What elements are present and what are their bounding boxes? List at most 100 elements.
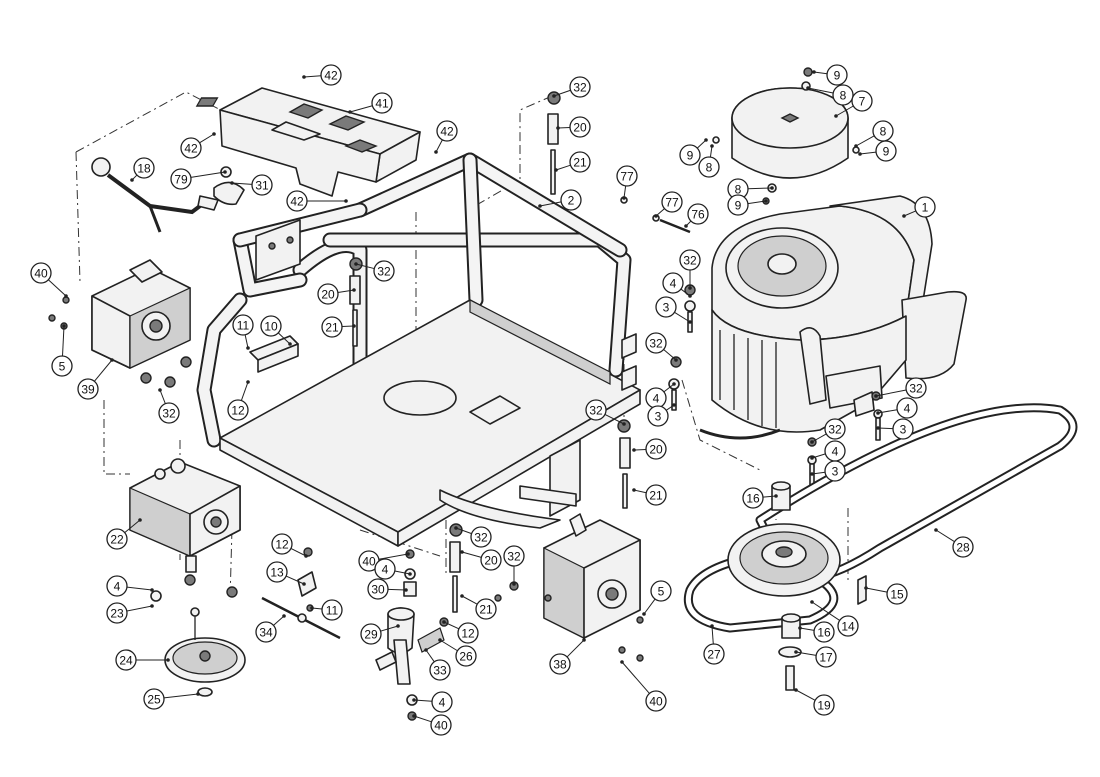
- callout-number: 19: [817, 699, 831, 713]
- callout-target-dot: [302, 75, 306, 79]
- callout-bubble: [569, 116, 591, 138]
- callout-leader: [190, 171, 226, 178]
- callout-leader: [859, 151, 877, 155]
- callout-leader: [655, 208, 665, 217]
- callout-number: 27: [707, 648, 721, 662]
- part-callout: 42: [302, 64, 342, 86]
- callout-bubble: [645, 690, 667, 712]
- callout-number: 32: [683, 254, 697, 268]
- callout-bubble: [266, 561, 288, 583]
- part-callout: 32: [158, 388, 180, 424]
- part-callout: 10: [260, 315, 292, 346]
- callout-target-dot: [442, 620, 446, 624]
- callout-leader: [124, 519, 141, 534]
- callout-target-dot: [412, 698, 416, 702]
- main-frame: [196, 152, 632, 518]
- callout-bubble: [429, 659, 451, 681]
- callout-leader: [747, 200, 767, 205]
- part-callout: 79: [170, 168, 227, 190]
- callout-bubble: [698, 156, 720, 178]
- callout-number: 4: [904, 402, 911, 416]
- callout-leader: [633, 448, 647, 451]
- callout-target-dot: [622, 196, 626, 200]
- callout-number: 42: [290, 195, 304, 209]
- callout-number: 7: [859, 95, 866, 109]
- part-callout: 31: [230, 174, 273, 196]
- callout-target-dot: [196, 692, 200, 696]
- callout-target-dot: [406, 552, 410, 556]
- callout-bubble: [824, 460, 846, 482]
- callout-number: 39: [81, 383, 95, 397]
- callout-target-dot: [810, 600, 814, 604]
- part-callout: 9: [858, 140, 897, 162]
- callout-leader: [711, 625, 714, 645]
- callout-bubble: [549, 653, 571, 675]
- callout-number: 4: [653, 392, 660, 406]
- callout-number: 32: [828, 423, 842, 437]
- callout-number: 8: [840, 89, 847, 103]
- callout-number: 21: [649, 489, 663, 503]
- callout-target-dot: [460, 550, 464, 554]
- part-callout: 21: [321, 316, 356, 338]
- callout-number: 12: [275, 538, 289, 552]
- part-callout: 41: [348, 92, 393, 114]
- callout-bubble: [158, 402, 180, 424]
- callout-target-dot: [710, 144, 714, 148]
- callout-leader: [553, 89, 571, 97]
- callout-target-dot: [710, 624, 714, 628]
- callout-number: 9: [687, 149, 694, 163]
- callout-target-dot: [632, 488, 636, 492]
- part-callout: 18: [130, 157, 155, 182]
- callout-leader: [807, 87, 834, 94]
- part-callout: 17: [794, 646, 837, 668]
- callout-number: 42: [324, 69, 338, 83]
- callout-bubble: [727, 194, 749, 216]
- part-callout: 29: [360, 623, 400, 645]
- callout-number: 13: [270, 566, 284, 580]
- bracket: [249, 335, 299, 373]
- callout-number: 2: [568, 194, 575, 208]
- part-callout: 22: [106, 518, 142, 550]
- part-callout: 16: [742, 487, 778, 509]
- callout-bubble: [143, 688, 165, 710]
- part-callout: 42: [286, 190, 348, 212]
- callout-number: 3: [655, 410, 662, 424]
- engine-pulley: [727, 481, 867, 691]
- callout-target-dot: [150, 588, 154, 592]
- callout-leader: [813, 71, 828, 75]
- part-callout: 3: [810, 460, 846, 482]
- callout-number: 12: [461, 627, 475, 641]
- part-callout: 3: [655, 296, 692, 324]
- callout-bubble: [373, 260, 395, 282]
- callout-target-dot: [348, 110, 352, 114]
- callout-target-dot: [352, 324, 356, 328]
- callout-number: 76: [691, 208, 705, 222]
- callout-bubble: [106, 602, 128, 624]
- part-callout: 4: [810, 440, 846, 462]
- callout-leader: [623, 185, 627, 199]
- callout-leader: [159, 389, 166, 404]
- callout-target-dot: [150, 604, 154, 608]
- callout-number: 42: [440, 125, 454, 139]
- part-callout: 14: [810, 600, 859, 637]
- callout-number: 16: [817, 626, 831, 640]
- air-cleaner-cover: [712, 67, 860, 205]
- part-callout: 32: [810, 418, 846, 444]
- part-callout: 39: [77, 358, 114, 400]
- callout-bubble: [560, 189, 582, 211]
- part-callout: 20: [317, 283, 356, 305]
- callout-target-dot: [812, 70, 816, 74]
- callout-bubble: [374, 558, 396, 580]
- callout-target-dot: [794, 688, 798, 692]
- callout-number: 11: [237, 319, 250, 333]
- callout-target-dot: [130, 178, 134, 182]
- callout-number: 29: [364, 628, 378, 642]
- callout-bubble: [475, 598, 497, 620]
- callout-target-dot: [166, 658, 170, 662]
- callout-leader: [163, 693, 199, 699]
- callout-number: 77: [665, 196, 679, 210]
- callout-number: 77: [620, 170, 634, 184]
- callout-target-dot: [620, 660, 624, 664]
- callout-leader: [875, 389, 907, 397]
- callout-target-dot: [310, 606, 314, 610]
